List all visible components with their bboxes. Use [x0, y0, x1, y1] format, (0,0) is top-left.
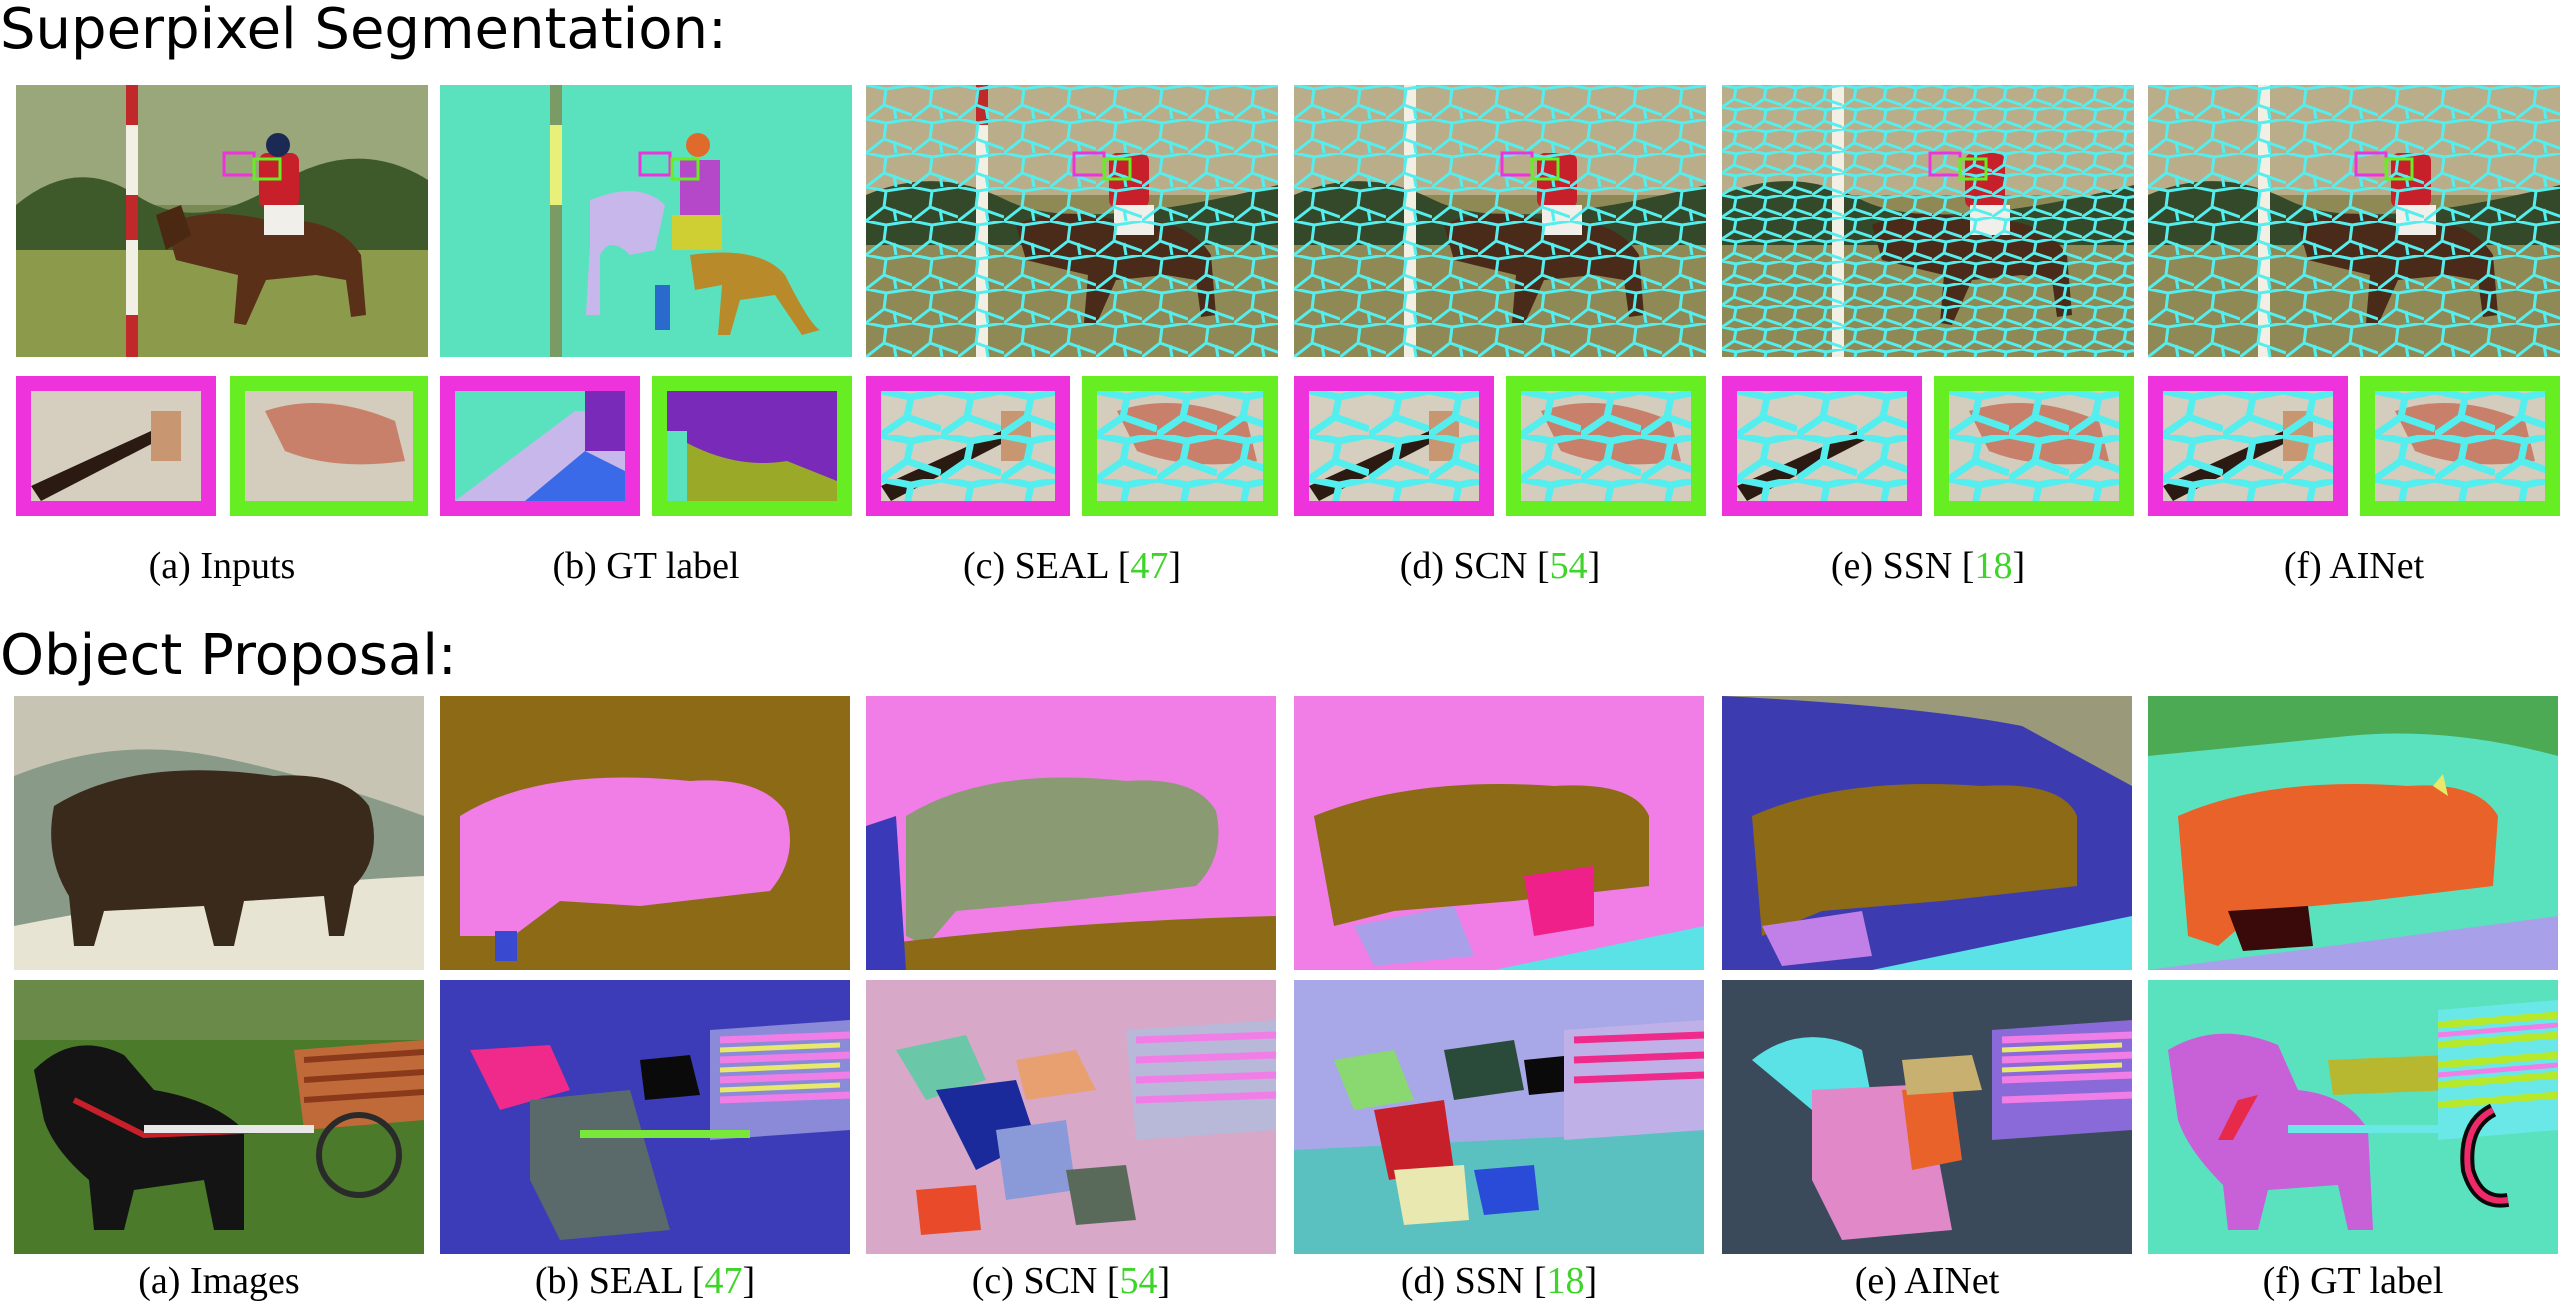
citation-link[interactable]: 47: [704, 1260, 743, 1302]
proposal-dog-scn-image: [866, 980, 1276, 1254]
object-proposal-section-title: Object Proposal:: [0, 623, 457, 688]
seal-magenta-crop: [866, 376, 1070, 516]
citation-link[interactable]: 18: [1546, 1260, 1585, 1302]
ssn-green-crop: [1934, 376, 2134, 516]
scn-magenta-crop: [1294, 376, 1494, 516]
proposal-bison-gt-image: [2148, 696, 2558, 970]
input-green-crop: [230, 376, 428, 516]
superpixel-caption-inputs: (a) Inputs: [148, 545, 296, 587]
proposal-dog-ssn-image: [1294, 980, 1704, 1254]
superpixel-scn-image: [1294, 85, 1706, 357]
ainet-magenta-crop: [2148, 376, 2348, 516]
superpixel-caption-seal: (c) SEAL [47]: [962, 545, 1182, 587]
superpixel-input-image: [16, 85, 428, 357]
input-magenta-crop: [16, 376, 216, 516]
proposal-caption-seal: (b) SEAL [47]: [534, 1260, 756, 1302]
gt-green-crop: [652, 376, 852, 516]
citation-link[interactable]: 18: [1974, 545, 2013, 587]
scn-green-crop: [1506, 376, 1706, 516]
proposal-caption-gt-label: (f) GT label: [2262, 1260, 2444, 1302]
proposal-caption-scn: (c) SCN [54]: [971, 1260, 1171, 1302]
proposal-bison-input-image: [14, 696, 424, 970]
proposal-bison-ainet-image: [1722, 696, 2132, 970]
citation-link[interactable]: 54: [1119, 1260, 1158, 1302]
citation-link[interactable]: 47: [1130, 545, 1169, 587]
citation-link[interactable]: 54: [1549, 545, 1588, 587]
proposal-dog-seal-image: [440, 980, 850, 1254]
proposal-bison-ssn-image: [1294, 696, 1704, 970]
ainet-green-crop: [2360, 376, 2560, 516]
gt-magenta-crop: [440, 376, 640, 516]
superpixel-section-title: Superpixel Segmentation:: [0, 0, 727, 62]
superpixel-caption-gt-label: (b) GT label: [552, 545, 740, 587]
superpixel-gt-label-image: [440, 85, 852, 357]
superpixel-ainet-image: [2148, 85, 2560, 357]
proposal-bison-seal-image: [440, 696, 850, 970]
seal-green-crop: [1082, 376, 1278, 516]
proposal-caption-ssn: (d) SSN [18]: [1400, 1260, 1598, 1302]
superpixel-ssn-image: [1722, 85, 2134, 357]
proposal-dog-input-image: [14, 980, 424, 1254]
proposal-caption-images: (a) Images: [138, 1260, 300, 1302]
proposal-bison-scn-image: [866, 696, 1276, 970]
superpixel-caption-scn: (d) SCN [54]: [1399, 545, 1601, 587]
proposal-dog-gt-image: [2148, 980, 2558, 1254]
proposal-caption-ainet: (e) AINet: [1854, 1260, 2000, 1302]
ssn-magenta-crop: [1722, 376, 1922, 516]
superpixel-caption-ainet: (f) AINet: [2283, 545, 2425, 587]
superpixel-caption-ssn: (e) SSN [18]: [1830, 545, 2026, 587]
superpixel-seal-image: [866, 85, 1278, 357]
proposal-dog-ainet-image: [1722, 980, 2132, 1254]
